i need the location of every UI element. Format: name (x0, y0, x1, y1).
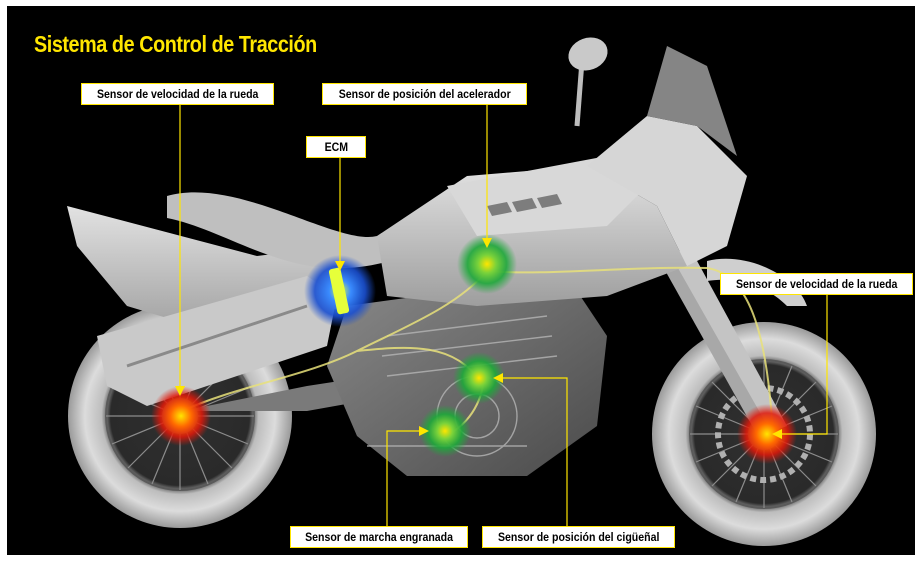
label-text: Sensor de velocidad de la rueda (97, 87, 259, 101)
label-text: Sensor de velocidad de la rueda (736, 277, 898, 291)
label-crank-position-sensor: Sensor de posición del cigüeñal (483, 527, 675, 547)
front-wheel-sensor-glow (737, 404, 797, 464)
diagram-title: Sistema de Control de Tracción (34, 31, 317, 57)
label-rear-wheel-speed-sensor: Sensor de velocidad de la rueda (82, 84, 274, 104)
rear-wheel-sensor-glow (151, 386, 211, 446)
label-gear-position-sensor: Sensor de marcha engranada (291, 527, 468, 547)
motorcycle-illustration (67, 37, 876, 546)
label-text: Sensor de posición del cigüeñal (498, 530, 660, 544)
crank-sensor-glow (453, 352, 505, 404)
label-text: Sensor de marcha engranada (305, 530, 453, 544)
label-text: Sensor de posición del acelerador (338, 87, 511, 101)
throttle-sensor-glow (457, 234, 517, 294)
gear-sensor-glow (419, 405, 471, 457)
diagram-panel: Sistema de Control de Tracción Sensor de… (7, 6, 915, 555)
label-ecm: ECM (307, 137, 365, 157)
leader-lines (179, 104, 828, 526)
label-text: ECM (324, 140, 348, 154)
label-front-wheel-speed-sensor: Sensor de velocidad de la rueda (721, 274, 913, 294)
label-throttle-position-sensor: Sensor de posición del acelerador (323, 84, 527, 104)
